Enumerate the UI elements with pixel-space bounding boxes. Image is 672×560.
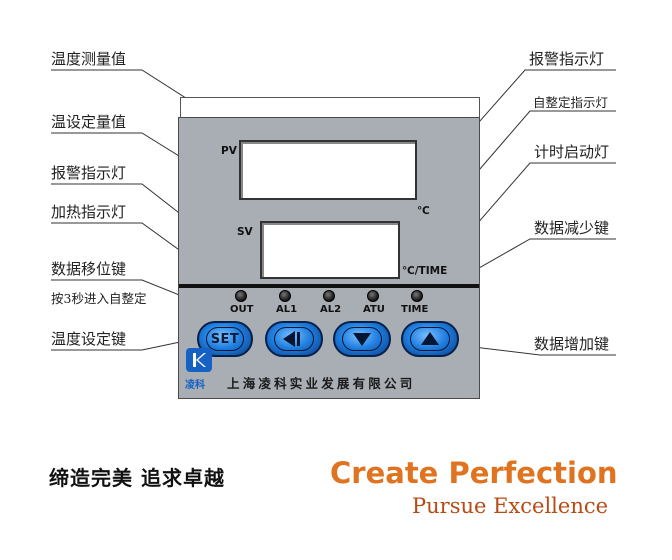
label-autotune-led: 自整定指示灯 [533,95,609,110]
led-label-time: TIME [401,304,429,315]
shift-button[interactable] [265,321,323,357]
shift-left-icon [283,331,300,347]
sv-display [260,221,400,279]
triangle-down-icon [353,333,371,346]
label-set-key: 温度设定键 [51,330,127,348]
panel-divider [179,284,479,288]
led-out [235,290,247,302]
logo-text: 凌科 [185,380,205,391]
led-al2 [323,290,335,302]
set-button-label: SET [210,331,240,347]
controller-bezel-top [180,97,480,118]
label-alarm-led-left: 报警指示灯 [51,164,127,182]
label-autotune-hint: 按3秒进入自整定 [51,291,147,306]
company-logo [186,348,212,372]
controller-panel: PV ℃ SV ℃/TIME OUT AL1 AL2 ATU TIME SET [178,117,480,399]
led-label-out: OUT [230,304,254,315]
slogan-chinese: 缔造完美 追求卓越 [49,466,225,490]
led-label-al1: AL1 [276,304,298,315]
label-timer-led: 计时启动灯 [534,143,610,161]
down-button[interactable] [333,321,391,357]
slogan-english-main: Create Perfection [330,456,618,490]
label-alarm-led-right: 报警指示灯 [529,50,605,68]
label-up-key: 数据增加键 [534,335,610,353]
label-measured-temp: 温度测量值 [51,50,127,68]
company-name: 上海凌科实业发展有限公司 [227,376,416,391]
label-down-key: 数据减少键 [534,219,610,237]
led-label-atu: ATU [363,304,385,315]
slogan-english-sub: Pursue Excellence [412,494,609,518]
pv-label: PV [221,145,237,157]
led-atu [367,290,379,302]
unit-celsius: ℃ [417,205,430,217]
triangle-up-icon [421,332,439,345]
pv-display [239,140,417,200]
led-al1 [279,290,291,302]
unit-celsius-time: ℃/TIME [402,265,448,277]
label-set-temp-value: 温设定量值 [51,113,127,131]
label-heat-led: 加热指示灯 [51,203,127,221]
logo-k-icon [193,353,206,367]
led-time [411,290,423,302]
up-button[interactable] [401,321,459,357]
label-shift-key: 数据移位键 [51,260,127,278]
sv-label: SV [237,226,253,238]
led-label-al2: AL2 [320,304,342,315]
